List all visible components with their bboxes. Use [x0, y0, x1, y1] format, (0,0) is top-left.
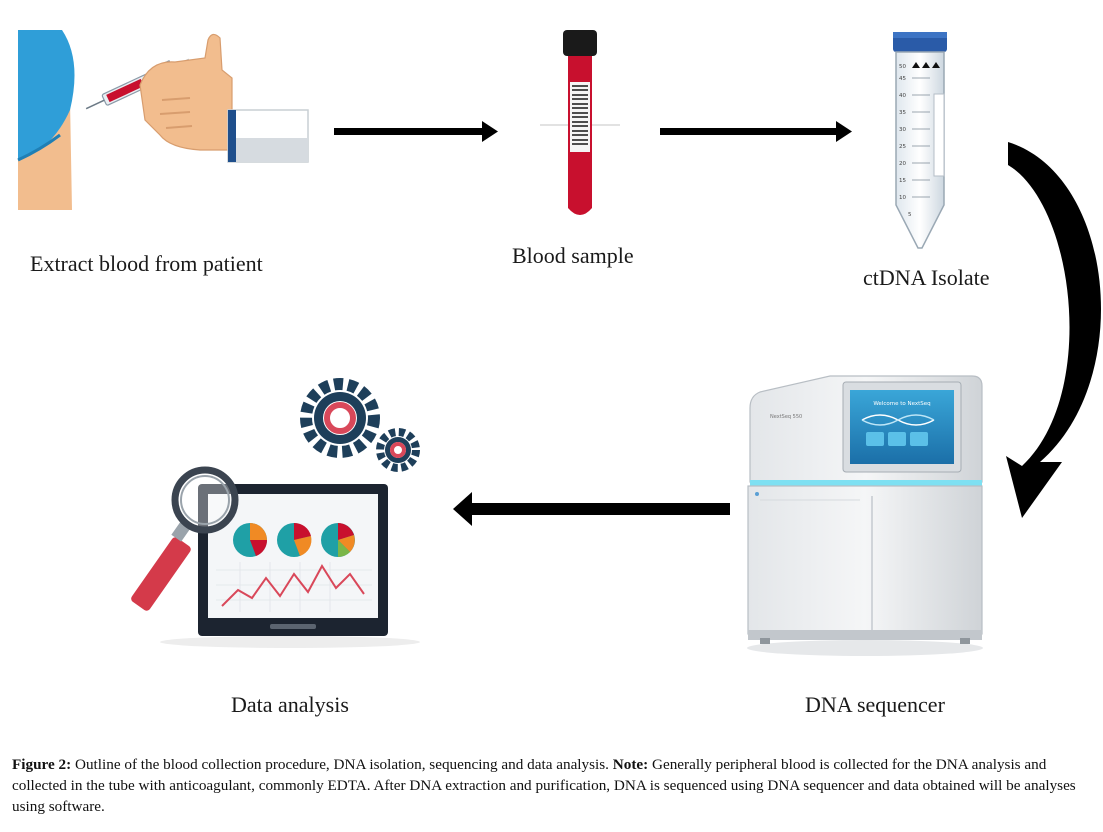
tube-scale-label: 50: [899, 64, 906, 70]
arrow-extract-to-sample: [334, 121, 498, 142]
step-label-ctdna-isolate: ctDNA Isolate: [863, 265, 990, 290]
tube-scale-label: 30: [899, 127, 906, 133]
workflow-diagram: 50 45 40 35 30 25 20 15 10 5: [17, 30, 1101, 656]
blood-extraction-illustration: [17, 30, 309, 210]
step-label-blood-sample: Blood sample: [512, 243, 634, 268]
tube-scale-label: 35: [899, 110, 906, 116]
tube-scale-label: 20: [899, 161, 906, 167]
pie-chart-icon: [321, 523, 355, 557]
barcode: [572, 85, 588, 145]
tube-scale-label: 45: [899, 76, 906, 82]
tube-scale-label: 25: [899, 144, 906, 150]
small-gear-icon: [376, 428, 420, 472]
step-label-extract-blood: Extract blood from patient: [30, 251, 263, 276]
sequencer-brand-label: NextSeq 550: [770, 414, 802, 420]
step-label-data-analysis: Data analysis: [231, 692, 349, 717]
step-label-dna-sequencer: DNA sequencer: [805, 692, 945, 717]
note-text: Generally peripheral blood is collected …: [12, 756, 1076, 815]
tube-scale-label: 10: [899, 195, 906, 201]
tube-scale-label: 5: [908, 212, 912, 218]
large-gear-icon: [300, 378, 380, 458]
blood-sample-tube-illustration: [540, 30, 620, 215]
figure-description: Outline of the blood collection procedur…: [71, 756, 613, 773]
dna-sequencer-illustration: NextSeq 550 Welcome to NextSeq: [747, 375, 983, 656]
pie-chart-icon: [277, 522, 312, 557]
ctdna-tube-illustration: 50 45 40 35 30 25 20 15 10 5: [893, 32, 947, 249]
tube-scale-label: 15: [899, 178, 906, 184]
tube-scale-label: 40: [899, 93, 906, 99]
arrow-sequencer-to-analysis: [453, 492, 730, 526]
pie-chart-icon: [233, 523, 268, 557]
arrow-sample-to-isolate: [660, 121, 852, 142]
figure-caption: Figure 2: Outline of the blood collectio…: [12, 754, 1097, 817]
data-analysis-illustration: [131, 378, 420, 648]
sequencer-screen-text: Welcome to NextSeq: [873, 401, 930, 407]
magnifier-icon: [131, 466, 239, 611]
note-label: Note:: [612, 756, 649, 773]
tube-scale: 50 45 40 35 30 25 20 15 10 5: [899, 64, 912, 218]
curved-arrow-isolate-to-sequencer: [1006, 142, 1101, 518]
figure-label: Figure 2:: [12, 756, 72, 773]
trend-line: [221, 564, 365, 607]
